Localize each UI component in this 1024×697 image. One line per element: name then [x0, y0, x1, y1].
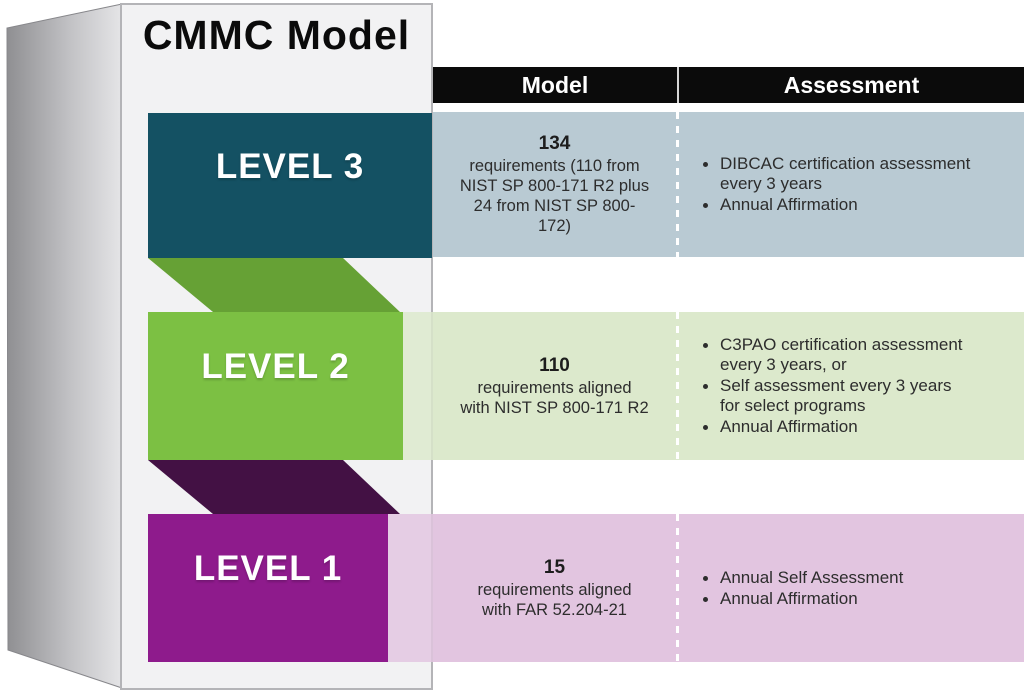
header-column-divider — [677, 67, 679, 103]
level-2-band: LEVEL 2 — [148, 312, 403, 460]
level-3-label: LEVEL 3 — [215, 146, 365, 186]
assessment-item: Annual Affirmation — [700, 417, 972, 437]
dashed-column-divider — [676, 514, 679, 662]
diagram-title: CMMC Model — [142, 12, 411, 58]
level-2-requirement-count: 110 — [539, 354, 570, 376]
level-2-row-overlap — [403, 312, 433, 460]
level-1-label: LEVEL 1 — [193, 549, 343, 588]
assessment-item: DIBCAC certification assessment every 3 … — [700, 154, 972, 194]
level-3-desc-line: 172) — [537, 217, 572, 235]
level-3-model-cell: 134 requirements (110 from NIST SP 800-1… — [433, 112, 676, 257]
level-1-requirement-count: 15 — [543, 556, 566, 578]
level-3-desc-line: 24 from NIST SP 800- — [473, 197, 636, 215]
column-header-assessment: Assessment — [783, 72, 920, 98]
dashed-column-divider — [676, 312, 679, 460]
assessment-item: Self assessment every 3 years for select… — [700, 376, 972, 416]
level-1-model-cell: 15 requirements aligned with FAR 52.204-… — [433, 514, 676, 662]
level-2-label: LEVEL 2 — [201, 347, 350, 386]
level-2-row: 110 requirements aligned with NIST SP 80… — [433, 312, 1024, 460]
level-3-desc-line: requirements (110 from — [469, 157, 640, 175]
level-1-band: LEVEL 1 — [148, 514, 388, 662]
assessment-item: Annual Affirmation — [700, 589, 903, 609]
table-header: Model Assessment — [433, 67, 1024, 103]
level-2-model-cell: 110 requirements aligned with NIST SP 80… — [433, 312, 676, 460]
level-2-desc-line: with NIST SP 800-171 R2 — [460, 398, 649, 417]
assessment-item: Annual Self Assessment — [700, 568, 903, 588]
level-3-requirement-count: 134 — [538, 133, 571, 154]
level-2-desc-line: requirements aligned — [477, 378, 632, 397]
level-1-desc-line: requirements aligned — [477, 580, 632, 599]
column-header-model: Model — [521, 72, 589, 98]
box-side-face — [6, 3, 123, 689]
level-3-assessment-cell: DIBCAC certification assessment every 3 … — [679, 112, 1024, 257]
level-1-row: 15 requirements aligned with FAR 52.204-… — [433, 514, 1024, 662]
level-1-desc-line: with FAR 52.204-21 — [482, 600, 627, 619]
assessment-item: C3PAO certification assessment every 3 y… — [700, 335, 972, 375]
level-1-assessment-cell: Annual Self Assessment Annual Affirmatio… — [679, 514, 1024, 662]
dashed-column-divider — [676, 112, 679, 257]
assessment-item: Annual Affirmation — [700, 195, 972, 215]
level-1-row-overlap — [388, 514, 433, 662]
level-3-desc-line: NIST SP 800-171 R2 plus — [459, 177, 650, 195]
level-3-row: 134 requirements (110 from NIST SP 800-1… — [433, 112, 1024, 257]
level-2-assessment-cell: C3PAO certification assessment every 3 y… — [679, 312, 1024, 460]
level-3-band: LEVEL 3 — [148, 113, 432, 258]
